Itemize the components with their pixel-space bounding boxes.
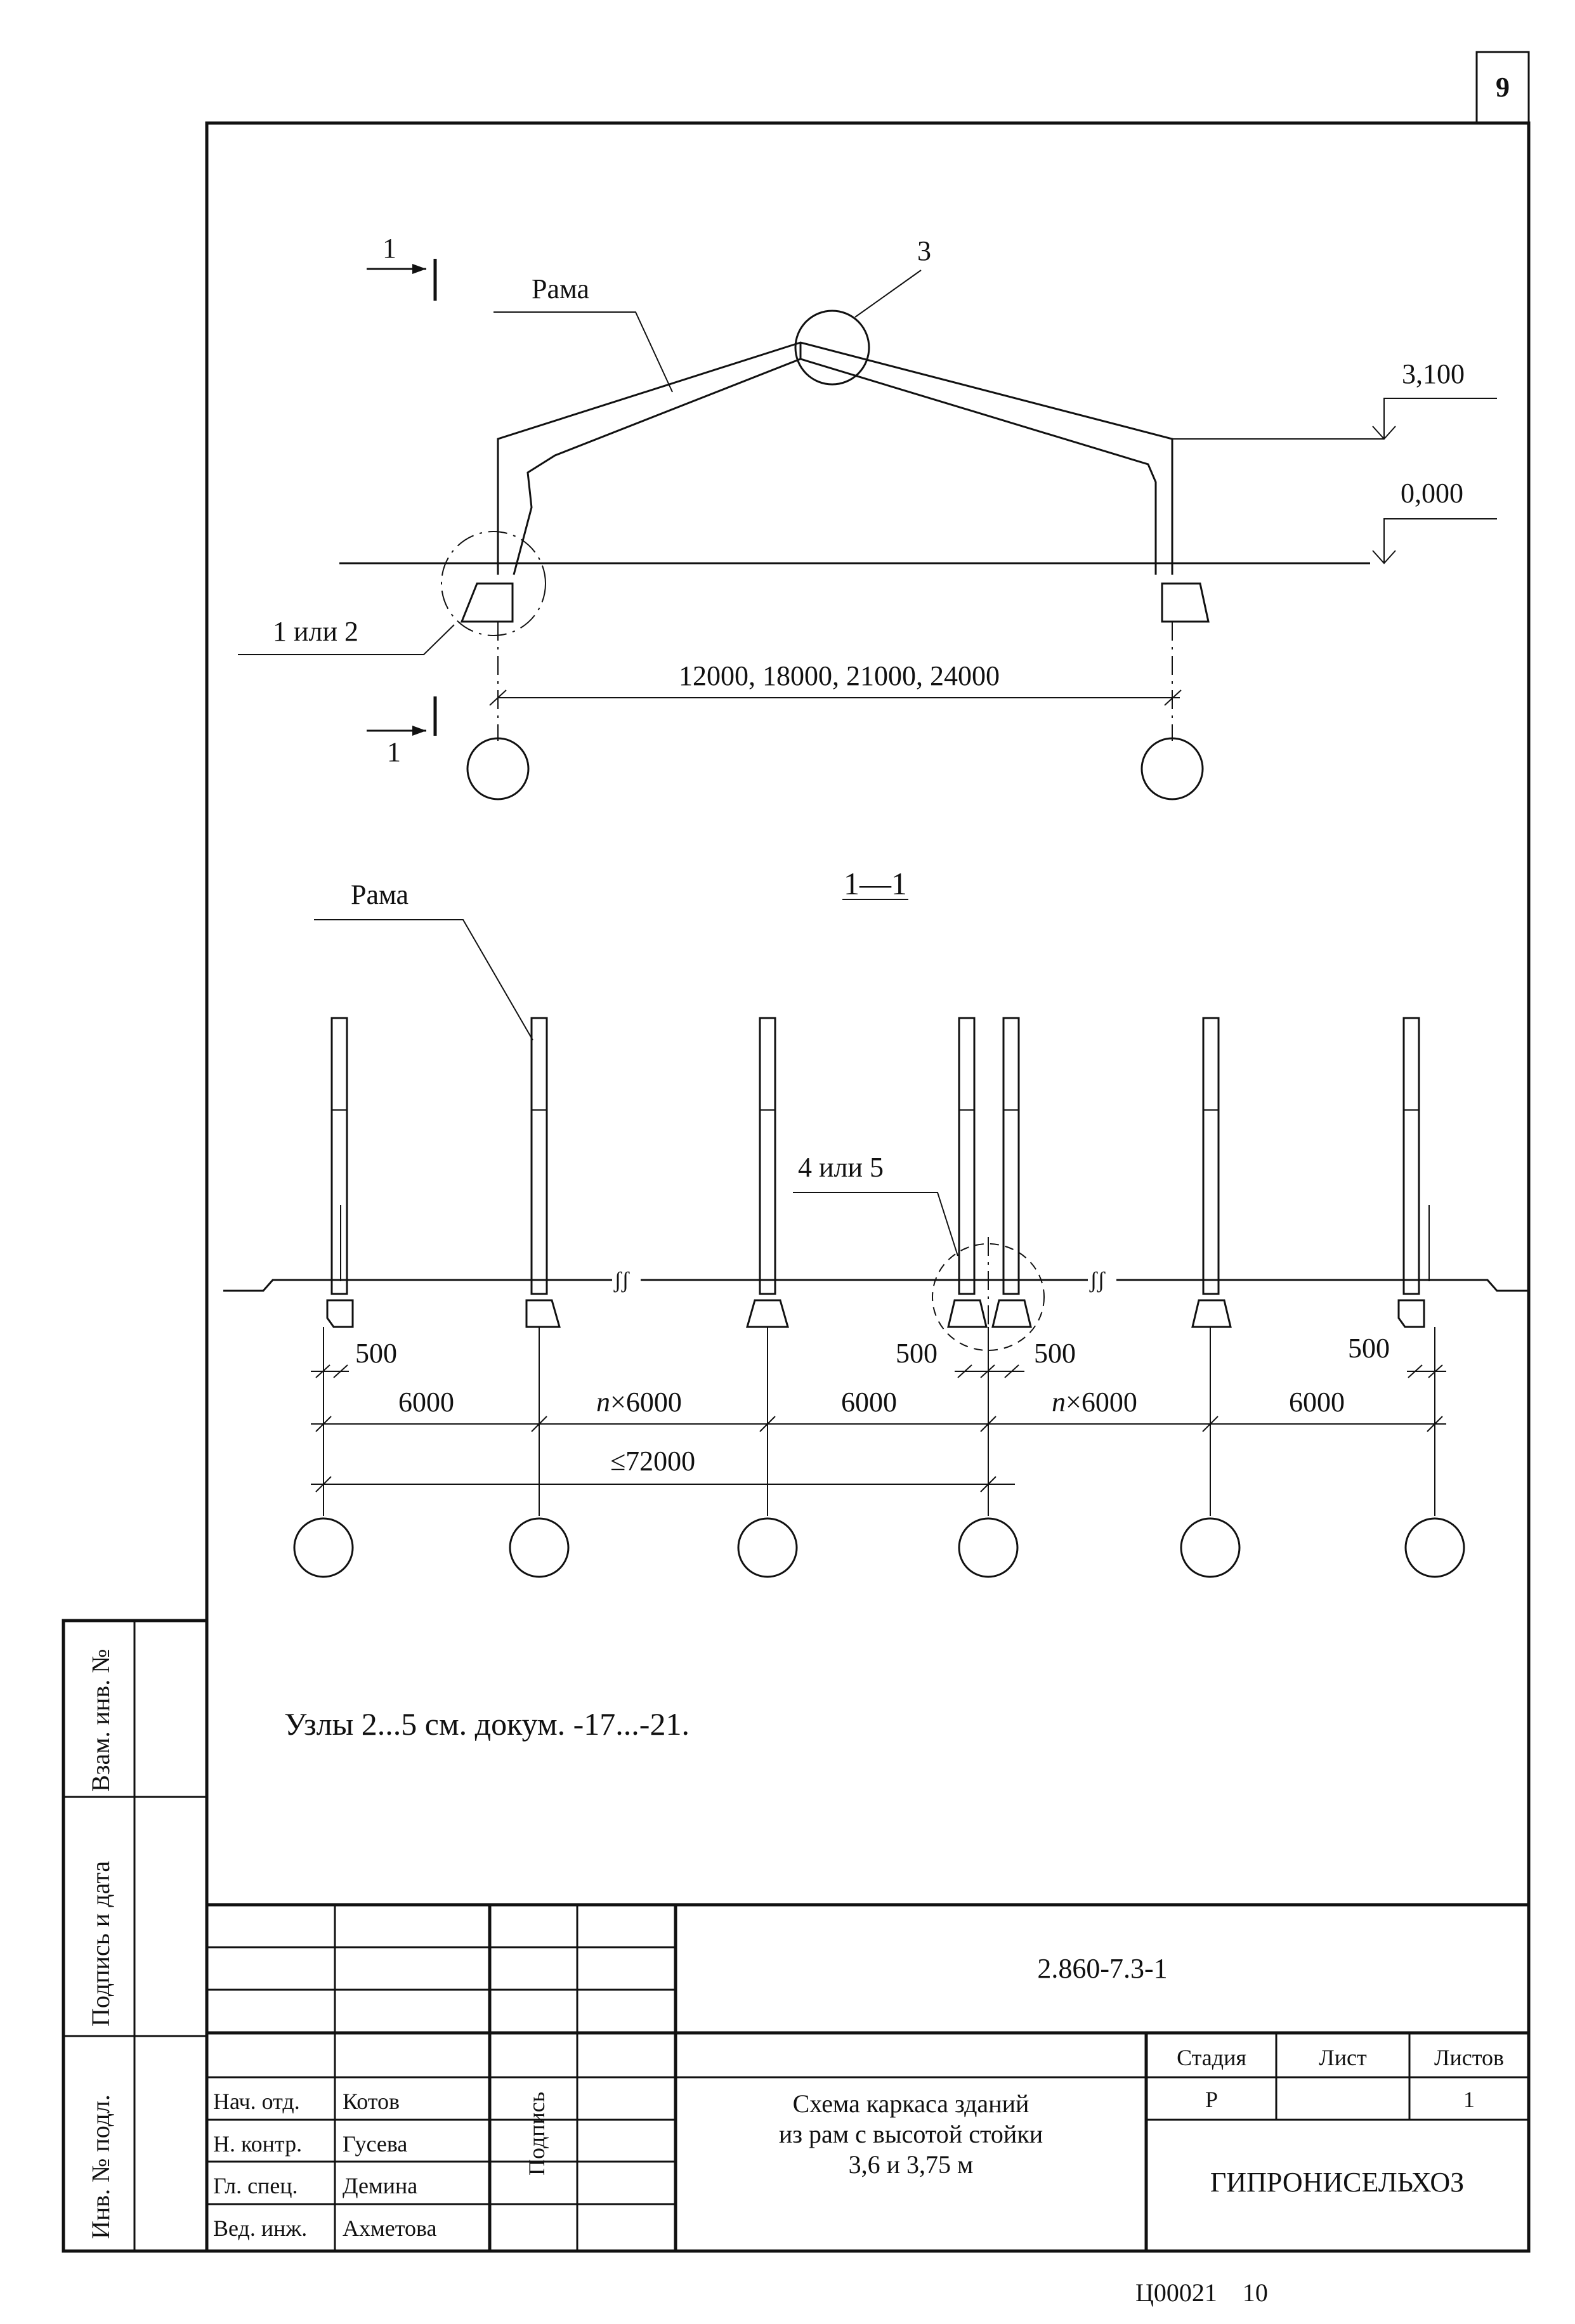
sheets-value: 1 bbox=[1463, 2087, 1475, 2112]
frame-label-elevation: Рама bbox=[532, 273, 589, 304]
page-number-box: 9 bbox=[1475, 51, 1530, 124]
signature-header: Подпись bbox=[524, 2092, 549, 2176]
dim-500-mid-left: 500 bbox=[896, 1338, 938, 1369]
axis-circle-right bbox=[1140, 737, 1204, 800]
stage-value: Р bbox=[1205, 2087, 1218, 2112]
axis-circle-2 bbox=[509, 1517, 570, 1578]
role-4: Вед. инж. bbox=[213, 2216, 307, 2241]
side-vzam-inv: Взам. инв. № bbox=[86, 1649, 115, 1792]
sheets-header: Листов bbox=[1434, 2045, 1504, 2070]
side-inv-podl: Инв. № подл. bbox=[86, 2094, 115, 2239]
level-top: 3,100 bbox=[1402, 358, 1465, 389]
stage-header: Стадия bbox=[1177, 2045, 1246, 2070]
dim-n6000-1: n×6000 bbox=[596, 1387, 682, 1418]
node-1-or-2-label: 1 или 2 bbox=[273, 616, 358, 647]
name-3: Демина bbox=[343, 2173, 417, 2198]
sheet-header: Лист bbox=[1319, 2045, 1367, 2070]
frame-label-section: Рама bbox=[351, 879, 408, 910]
name-4: Ахметова bbox=[343, 2216, 437, 2241]
column-4a bbox=[947, 1017, 988, 1328]
dim-6000-1: 6000 bbox=[398, 1387, 454, 1418]
name-1: Котов bbox=[343, 2089, 400, 2114]
axis-circle-6 bbox=[1404, 1517, 1465, 1578]
name-2: Гусева bbox=[343, 2131, 407, 2157]
role-1: Нач. отд. bbox=[213, 2089, 300, 2114]
title-line-2: из рам с высотой стойки bbox=[779, 2120, 1043, 2148]
node-4-or-5-label: 4 или 5 bbox=[798, 1152, 884, 1183]
break-mark-1: ʃʃ bbox=[613, 1267, 630, 1293]
side-podpis-data: Подпись и дата bbox=[86, 1861, 115, 2027]
axis-circle-left bbox=[466, 737, 530, 800]
dim-500-right: 500 bbox=[1348, 1333, 1390, 1364]
title-line-1: Схема каркаса зданий bbox=[793, 2089, 1029, 2118]
footer-code: Ц00021 10 bbox=[1135, 2278, 1268, 2307]
column-1 bbox=[326, 1017, 354, 1328]
frame-elevation: 12000, 18000, 21000, 24000 1 1 Рама 3 3,… bbox=[238, 233, 1497, 800]
section-title: 1—1 bbox=[844, 866, 907, 901]
dim-500-mid-right: 500 bbox=[1034, 1338, 1076, 1369]
column-5 bbox=[1191, 1017, 1232, 1328]
title-block: 2.860-7.3-1 Подпись Нач. отд. Котов Н. к… bbox=[207, 1903, 1529, 2251]
node-4-or-5-circle bbox=[932, 1243, 1045, 1351]
column-3 bbox=[746, 1017, 789, 1328]
node-3-label: 3 bbox=[917, 235, 931, 266]
side-stamp: Взам. инв. № Подпись и дата Инв. № подл. bbox=[62, 1619, 207, 2253]
dim-6000-2: 6000 bbox=[841, 1387, 897, 1418]
role-2: Н. контр. bbox=[213, 2131, 302, 2157]
section-mark-top: 1 bbox=[382, 233, 396, 264]
column-6 bbox=[1397, 1017, 1430, 1328]
dim-6000-3: 6000 bbox=[1289, 1387, 1345, 1418]
role-3: Гл. спец. bbox=[213, 2173, 298, 2198]
section-mark-bottom: 1 bbox=[387, 736, 401, 767]
nodes-note: Узлы 2...5 см. докум. -17...-21. bbox=[284, 1706, 689, 1742]
axis-circle-4 bbox=[958, 1517, 1019, 1578]
column-2 bbox=[525, 1017, 561, 1328]
axis-circle-1 bbox=[293, 1517, 354, 1578]
dim-n6000-2: n×6000 bbox=[1052, 1387, 1137, 1418]
title-line-3: 3,6 и 3,75 м bbox=[849, 2150, 974, 2179]
dim-500-left: 500 bbox=[355, 1338, 397, 1369]
section-1-1: 1—1 ʃʃ ʃʃ bbox=[223, 866, 1529, 1578]
node-1-or-2-circle bbox=[441, 531, 546, 636]
organization: ГИПРОНИСЕЛЬХОЗ bbox=[1210, 2167, 1464, 2198]
doc-code: 2.860-7.3-1 bbox=[1037, 1953, 1167, 1984]
span-dimensions: 12000, 18000, 21000, 24000 bbox=[679, 660, 1000, 691]
break-mark-2: ʃʃ bbox=[1089, 1267, 1106, 1293]
drawing-frame bbox=[205, 121, 1531, 2253]
axis-circle-5 bbox=[1180, 1517, 1241, 1578]
column-4b bbox=[991, 1017, 1032, 1328]
dim-total: ≤72000 bbox=[610, 1446, 695, 1477]
node-3-circle bbox=[794, 310, 870, 386]
axis-circle-3 bbox=[737, 1517, 798, 1578]
level-zero: 0,000 bbox=[1401, 478, 1463, 509]
page-number: 9 bbox=[1496, 72, 1510, 103]
